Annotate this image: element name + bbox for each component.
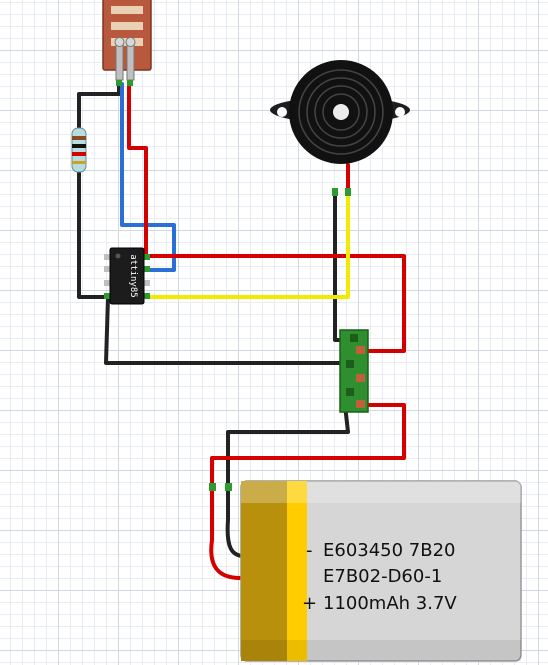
sensor-leg-cap-right <box>125 37 136 47</box>
chip-pin[interactable] <box>142 254 150 260</box>
wire-black-switch-battery[interactable] <box>226 394 350 487</box>
sensor-leg-cap-left <box>114 37 125 47</box>
wire-yellow-buzzer-chip[interactable] <box>144 190 350 299</box>
sensor-pin-left[interactable] <box>116 80 122 86</box>
wire-red-sensor-chip[interactable] <box>127 82 148 260</box>
wire-black-buzzer-switch[interactable] <box>333 190 346 342</box>
battery-pin-black[interactable] <box>225 483 232 491</box>
sensor-pattern <box>111 6 143 46</box>
battery-gold-band <box>241 481 293 661</box>
switch-pad <box>350 334 358 342</box>
chip-pin[interactable] <box>142 293 150 299</box>
lipo-battery[interactable]: - E603450 7B20 E7B02-D60-1 + 1100mAh 3.7… <box>209 480 522 662</box>
wire-red-chip-switch[interactable] <box>144 254 406 353</box>
switch-pad-copper <box>356 374 365 382</box>
wire-black-chip-switch[interactable] <box>104 295 346 365</box>
resistor-band-1 <box>72 136 86 140</box>
switch-pad <box>346 388 354 396</box>
chip-label: attiny85 <box>128 254 138 297</box>
battery-yellow-band <box>287 481 307 661</box>
battery-pin-red[interactable] <box>209 483 216 491</box>
buzzer-ring <box>322 93 360 131</box>
battery-highlight <box>241 481 521 503</box>
battery-label-line-3: 1100mAh 3.7V <box>323 593 457 614</box>
attiny85-chip[interactable]: attiny85 <box>104 247 150 305</box>
chip-body <box>109 247 145 305</box>
resistor-band-3 <box>72 152 86 156</box>
switch-pad <box>346 360 354 368</box>
chip-pin[interactable] <box>104 280 112 286</box>
chip-pin[interactable] <box>142 266 150 272</box>
switch-pad-copper <box>356 400 365 408</box>
buzzer-ring <box>298 69 384 155</box>
buzzer-pin-black[interactable] <box>332 188 338 196</box>
resistor-body <box>71 127 87 173</box>
piezo-buzzer[interactable] <box>270 60 410 196</box>
chip-notch <box>115 253 121 259</box>
chip-pin[interactable] <box>142 280 150 286</box>
wires <box>77 82 406 580</box>
switch-board-body <box>339 329 369 413</box>
wire-blue-sensor-chip[interactable] <box>120 82 176 272</box>
wire-red-switch-battery[interactable] <box>210 403 406 487</box>
battery-plus-sign: + <box>302 593 317 614</box>
wire-black-sensor-resistor[interactable] <box>77 82 121 130</box>
chip-pin[interactable] <box>104 254 112 260</box>
sensor-pin-right[interactable] <box>127 80 133 86</box>
resistor-band-4 <box>72 161 86 164</box>
switch-pad-copper <box>356 346 365 354</box>
switch-board[interactable] <box>339 329 369 413</box>
buzzer-pin-red[interactable] <box>345 188 351 196</box>
buzzer-ring <box>306 77 376 147</box>
wire-black-resistor-chip[interactable] <box>77 170 110 299</box>
buzzer-ring <box>314 85 368 139</box>
battery-label-line-2: E7B02-D60-1 <box>323 566 442 587</box>
resistor[interactable] <box>71 127 87 173</box>
battery-minus-sign: - <box>306 540 313 561</box>
buzzer-center <box>333 104 349 120</box>
light-sensor[interactable] <box>102 0 152 86</box>
chip-pin[interactable] <box>104 266 112 272</box>
chip-pin[interactable] <box>104 293 112 299</box>
buzzer-mount-hole-right <box>395 107 405 117</box>
buzzer-mount-hole-left <box>277 107 287 117</box>
battery-label-line-1: E603450 7B20 <box>323 540 456 561</box>
wire-red-battery-lead <box>209 483 242 580</box>
resistor-band-2 <box>72 144 86 148</box>
battery-shadow <box>241 640 521 661</box>
